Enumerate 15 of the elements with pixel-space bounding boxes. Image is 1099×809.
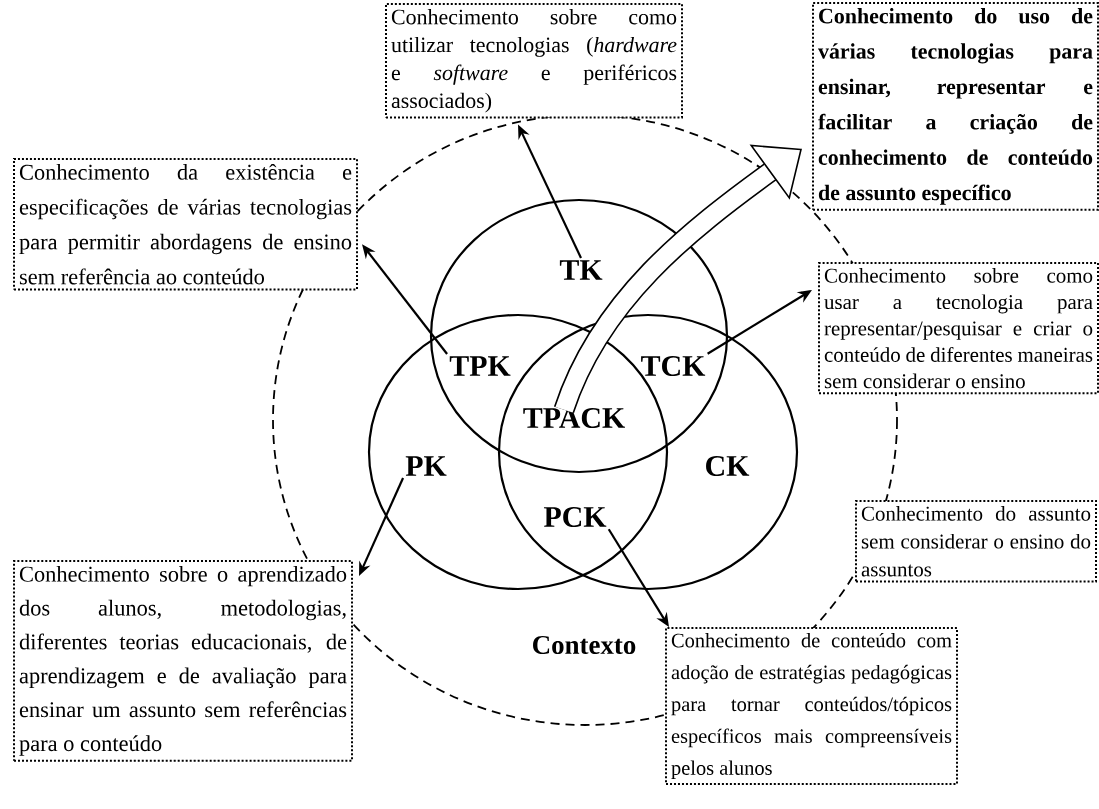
circle-label: PK bbox=[405, 456, 447, 476]
region-label: TPACK bbox=[523, 407, 625, 429]
region-label: PCK bbox=[544, 506, 607, 528]
description-box: Conhecimento de conteúdo com adoção de estratégias pedagógicas para tornar conteúdos/tópicos específicos mais compreensíveis pelos alunos bbox=[665, 627, 958, 786]
circle-label: CK bbox=[706, 455, 750, 477]
region-label: TPK bbox=[449, 356, 511, 376]
region-label: TCK bbox=[641, 355, 706, 377]
circle-label: TK bbox=[559, 260, 603, 280]
description-box: Conhecimento sobre como utilizar tecnologias (hardware e software e periféricos associados) bbox=[385, 3, 683, 119]
curved-arrow bbox=[554, 144, 802, 414]
description-box: Conhecimento sobre como usar a tecnologia para representar/pesquisar e criar o conteúdo de diferentes maneiras sem considerar o ensino bbox=[818, 262, 1099, 395]
description-box: Conhecimento sobre o aprendizado dos alunos, metodologias, diferentes teorias educacionais, de aprendizagem e de avaliação para ensinar um assunto sem referências para o conteúdo bbox=[13, 560, 353, 762]
description-box: Conhecimento do assunto sem considerar o ensino do assuntos bbox=[855, 500, 1097, 583]
description-box: Conhecimento do uso de várias tecnologias para ensinar, representar e facilitar a criação de conhecimento de conteúdo de assunto específico bbox=[812, 2, 1099, 211]
description-box: Conhecimento da existência e especificações de várias tecnologias para permitir abordagens de ensino sem referência ao conteúdo bbox=[13, 158, 358, 291]
